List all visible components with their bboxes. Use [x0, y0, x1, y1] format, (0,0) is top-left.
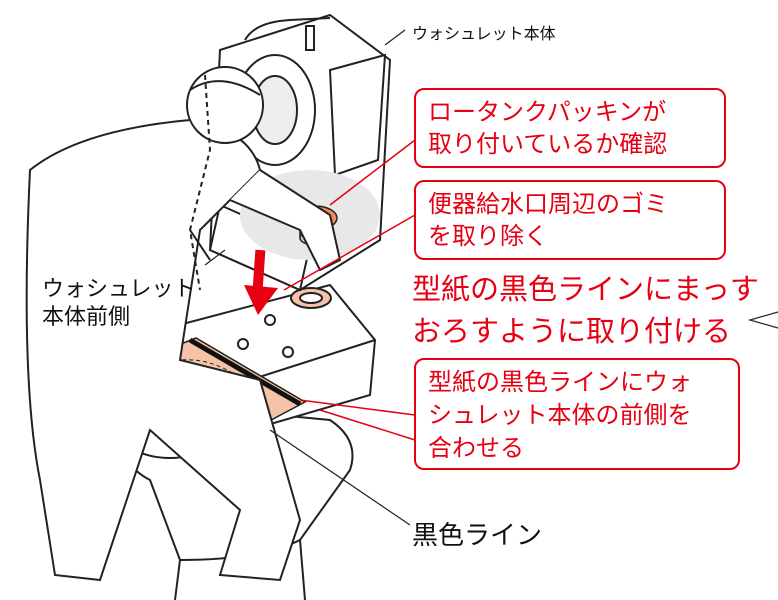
- instruction-text: 型紙の黒色ラインにまっす おろすように取り付ける: [412, 268, 759, 352]
- instruction-line-1: 型紙の黒色ラインにまっす: [412, 272, 759, 306]
- debris-callout-line-1: 便器給水口周辺のゴミ: [428, 190, 668, 218]
- instruction-line-2: おろすように取り付ける: [412, 314, 732, 348]
- worker-figure: [25, 66, 342, 582]
- black-line-label: 黒色ライン: [412, 521, 543, 551]
- debris-callout-line-2: を取り除く: [428, 222, 548, 250]
- packing-callout-line-2: 取り付いているか確認: [428, 130, 668, 158]
- washlet-front-line-2: 本体前側: [42, 305, 131, 330]
- washlet-front-label: ウォシュレット 本体前側: [42, 276, 196, 332]
- washlet-front-line-1: ウォシュレット: [42, 277, 196, 302]
- washlet-body-label: ウォシュレット本体: [412, 24, 556, 43]
- align-callout: 型紙の黒色ラインにウォ シュレット本体の前側を 合わせる: [414, 358, 740, 470]
- packing-callout-line-1: ロータンクパッキンが: [428, 98, 667, 126]
- packing-check-callout: ロータンクパッキンが 取り付いているか確認: [414, 88, 726, 168]
- debris-removal-callout: 便器給水口周辺のゴミ を取り除く: [414, 180, 726, 260]
- align-callout-line-2: シュレット本体の前側を: [428, 401, 692, 429]
- down-arrow-icon: [244, 249, 278, 315]
- align-callout-line-1: 型紙の黒色ラインにウォ: [428, 368, 692, 396]
- leader-lines: [204, 29, 778, 526]
- align-callout-line-3: 合わせる: [428, 434, 524, 462]
